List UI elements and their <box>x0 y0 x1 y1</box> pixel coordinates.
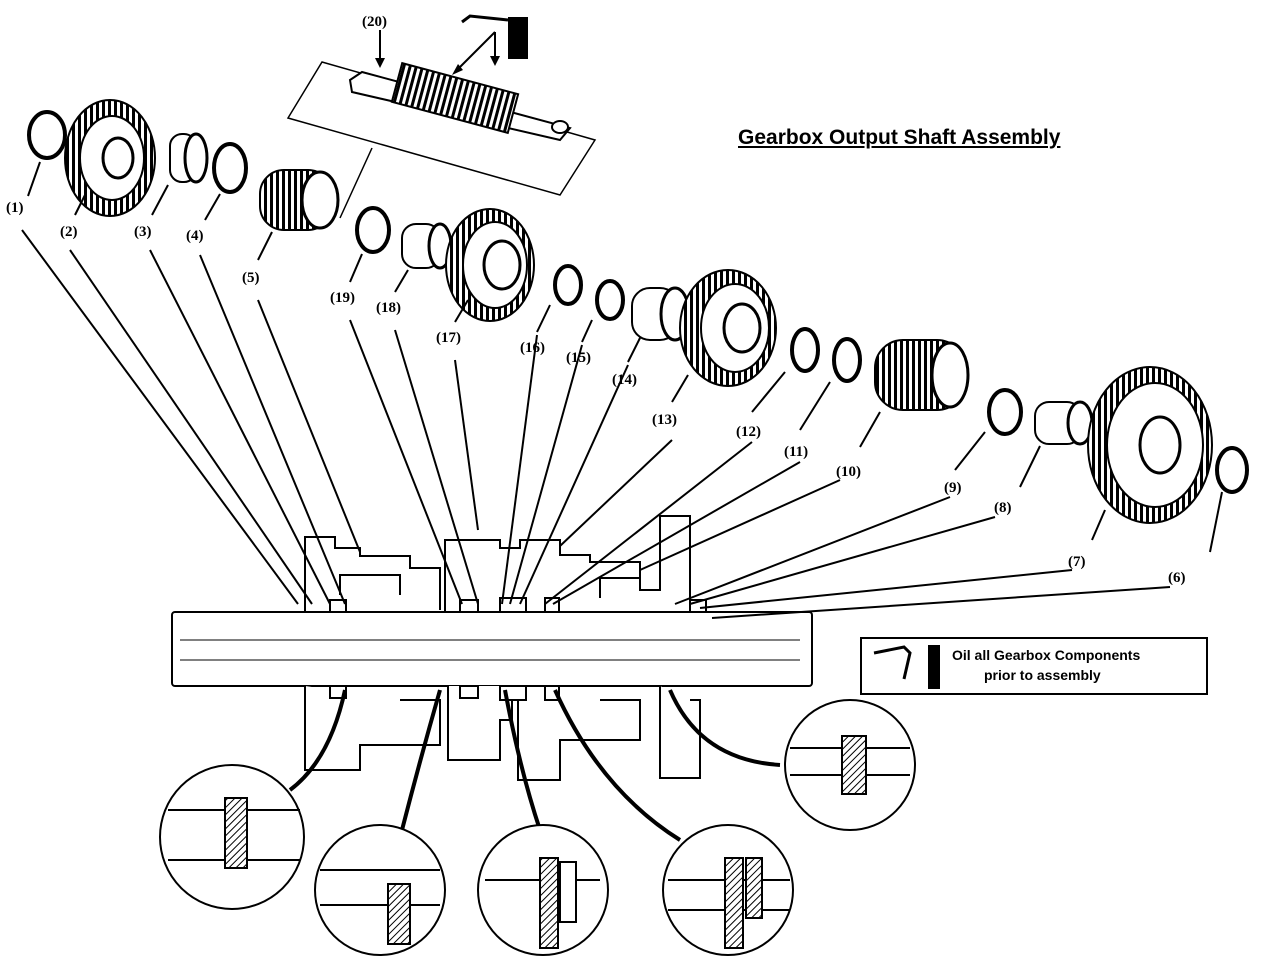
collar <box>459 599 479 613</box>
part-16-washer <box>553 264 583 306</box>
callout-9: (9) <box>944 480 962 496</box>
oil-note-line2: prior to assembly <box>984 667 1101 683</box>
upper-gear-profile <box>339 574 401 595</box>
oil-note-line1: Oil all Gearbox Components <box>952 647 1141 663</box>
callout-4: (4) <box>186 228 204 244</box>
part-6-washer <box>1215 446 1249 494</box>
exploded-parts <box>27 99 1249 524</box>
callout-11: (11) <box>784 444 808 460</box>
callout-16: (16) <box>520 340 545 356</box>
callout-20: (20) <box>362 14 387 30</box>
callout-7: (7) <box>1068 554 1086 570</box>
detail-circle <box>477 824 609 956</box>
detail-circle <box>159 764 305 910</box>
oil-can-icon <box>873 645 940 689</box>
callout-2: (2) <box>60 224 78 240</box>
callout-1: (1) <box>6 200 24 216</box>
callout-15: (15) <box>566 350 591 366</box>
lower-gear-profile <box>447 686 513 761</box>
callout-labels: (1) (2) (3) (4) (5) (19) (18) (17) (16) … <box>6 14 1186 586</box>
callout-12: (12) <box>736 424 761 440</box>
part-12-washer <box>790 327 820 373</box>
detail-views <box>159 689 916 956</box>
callout-10: (10) <box>836 464 861 480</box>
part-17-gear <box>445 208 535 322</box>
collar <box>544 685 560 701</box>
oil-can-icon <box>461 14 528 59</box>
callout-3: (3) <box>134 224 152 240</box>
callout-17: (17) <box>436 330 461 346</box>
part-8-bushing <box>1034 400 1094 446</box>
callout-6: (6) <box>1168 570 1186 586</box>
output-shaft <box>171 611 813 687</box>
detail-circle <box>784 699 916 831</box>
shaft-side-view <box>171 515 813 781</box>
upper-gear-profile <box>444 515 691 612</box>
callout-8: (8) <box>994 500 1012 516</box>
page-title: Gearbox Output Shaft Assembly <box>738 126 1061 149</box>
part-1-washer <box>27 110 67 160</box>
collar <box>329 599 347 613</box>
part-18-bushing <box>401 222 453 270</box>
part-9-washer <box>987 388 1023 436</box>
part-2-gear <box>64 99 156 217</box>
part-4-washer <box>212 142 248 194</box>
part-10-gear <box>874 339 970 411</box>
detail-circle <box>662 824 794 956</box>
callout-14: (14) <box>612 372 637 388</box>
oil-note-box: Oil all Gearbox Components prior to asse… <box>860 637 1208 695</box>
part-3-bushing <box>169 132 209 184</box>
part-5-gear <box>259 169 340 231</box>
part-7-gear <box>1087 366 1213 524</box>
part-11-circlip <box>832 337 862 383</box>
collar <box>499 597 527 613</box>
leader-lines <box>21 161 1223 619</box>
part-19-washer <box>355 206 391 254</box>
detail-circle <box>314 824 446 956</box>
collar <box>544 597 560 613</box>
callout-18: (18) <box>376 300 401 316</box>
callout-13: (13) <box>652 412 677 428</box>
callout-5: (5) <box>242 270 260 286</box>
part-15-washer <box>595 279 625 321</box>
shaft-inset <box>286 14 597 219</box>
lower-gear-profile <box>659 686 701 779</box>
callout-19: (19) <box>330 290 355 306</box>
collar <box>459 685 479 699</box>
part-13-gear <box>679 269 777 387</box>
